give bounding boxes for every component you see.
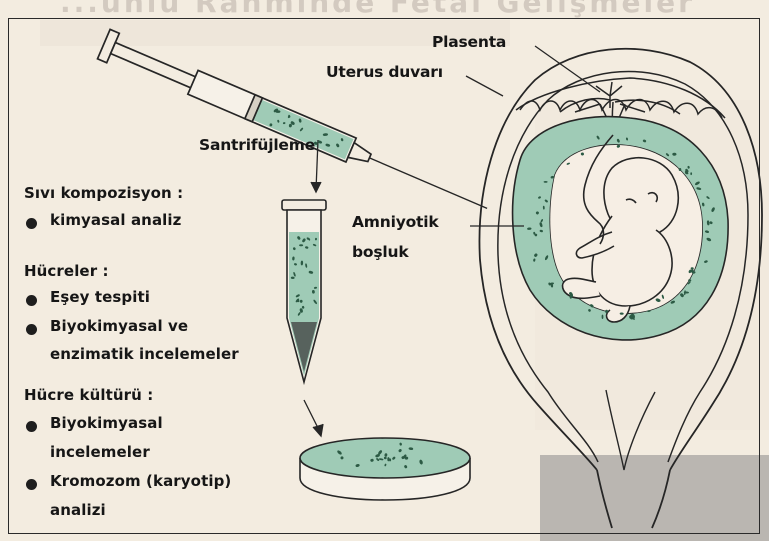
bullet — [26, 295, 37, 306]
label-santrifujleme: Santrifüjleme — [199, 136, 315, 154]
item-kimyasal-analiz: kimyasal analiz — [50, 211, 182, 229]
item-esey-tespiti: Eşey tespiti — [50, 288, 150, 306]
bullet — [26, 421, 37, 432]
bullet — [26, 324, 37, 335]
item-biyokimyasal: Biyokimyasal — [50, 414, 163, 432]
item-kromozom-karyotip: Kromozom (karyotip) — [50, 472, 231, 490]
item-incelemeler: incelemeler — [50, 443, 150, 461]
page-header: ...ünlü Rahminde Fetal Gelişmeler — [60, 0, 695, 19]
item-biyokimyasal-ve: Biyokimyasal ve — [50, 317, 188, 335]
item-enzimatik-incelemeler: enzimatik incelemeler — [50, 345, 239, 363]
section-sivi-kompozisyon: Sıvı kompozisyon : — [24, 184, 183, 202]
label-bosluk: boşluk — [352, 243, 408, 261]
label-amniyotik: Amniyotik — [352, 213, 438, 231]
label-uterus-duvari: Uterus duvarı — [326, 63, 443, 81]
bullet — [26, 479, 37, 490]
bullet — [26, 218, 37, 229]
label-plasenta: Plasenta — [432, 33, 506, 51]
item-analizi: analizi — [50, 501, 106, 519]
section-hucre-kulturu: Hücre kültürü : — [24, 386, 153, 404]
section-hucreler: Hücreler : — [24, 262, 109, 280]
